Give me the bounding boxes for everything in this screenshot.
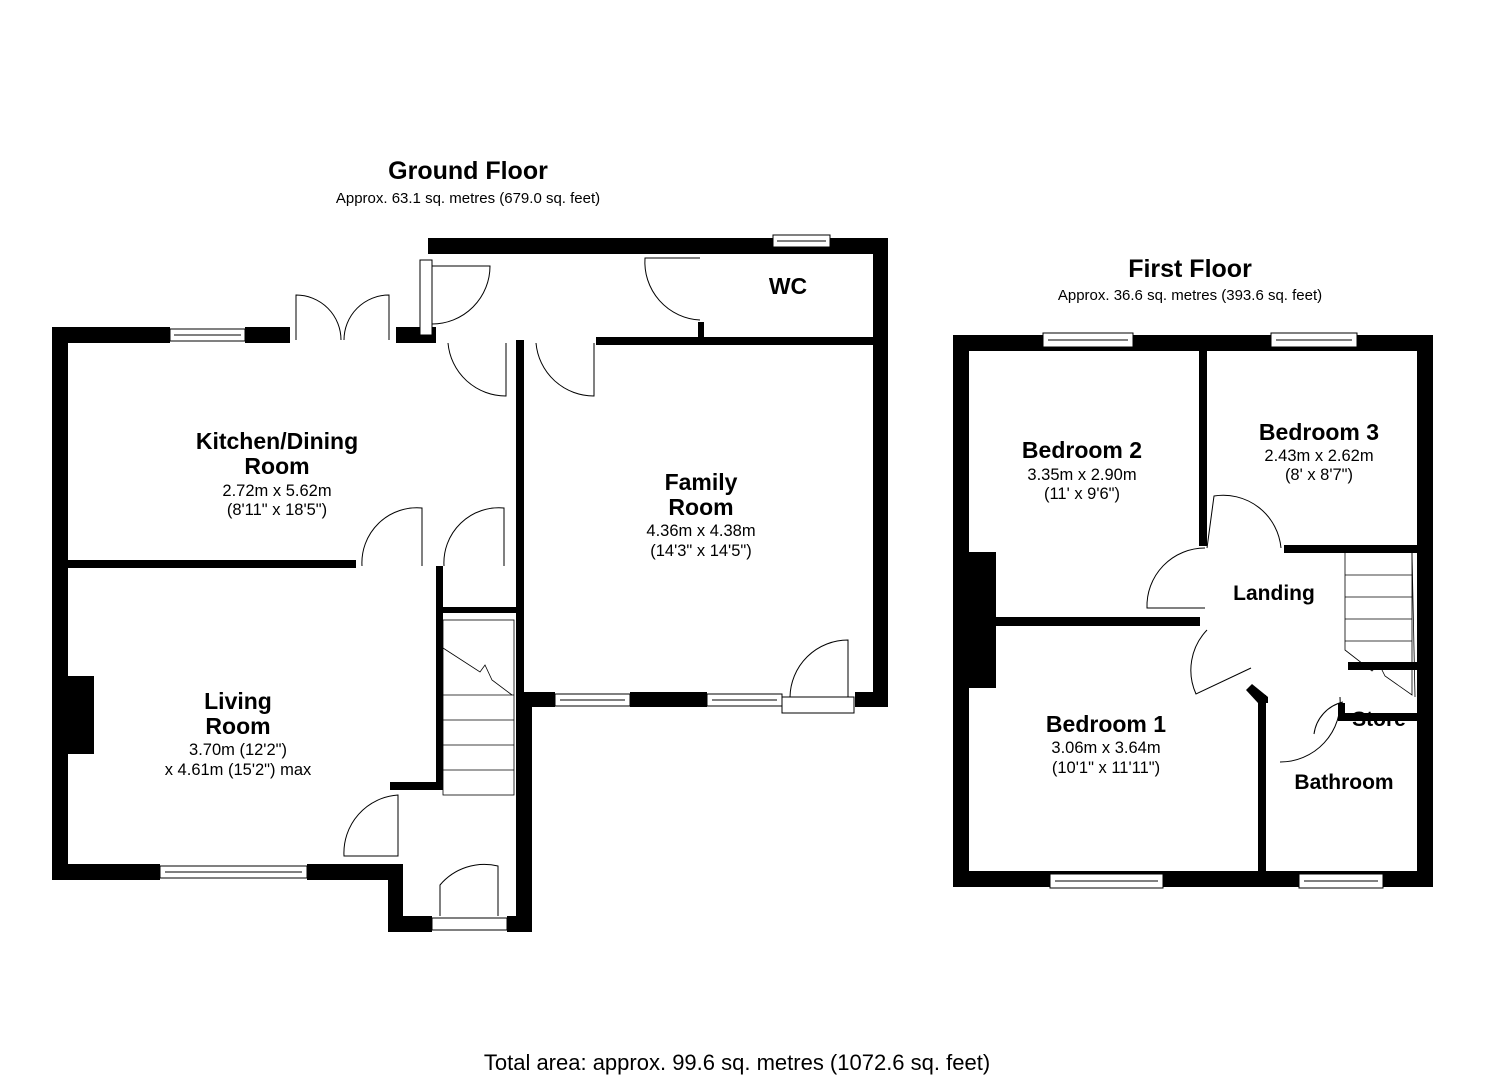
bedroom1-name: Bedroom 1 bbox=[1046, 711, 1166, 737]
bedroom3-name: Bedroom 3 bbox=[1259, 419, 1379, 445]
living-dim-ft: x 4.61m (15'2") max bbox=[165, 761, 312, 779]
wall bbox=[52, 864, 160, 880]
store-door bbox=[1313, 701, 1344, 735]
ground-floor-plan: Kitchen/Dining Room 2.72m x 5.62m (8'11"… bbox=[52, 234, 888, 932]
wall bbox=[953, 335, 969, 887]
wall bbox=[516, 693, 532, 932]
ground-floor-title: Ground Floor bbox=[388, 157, 548, 185]
wall bbox=[855, 692, 888, 707]
bedroom3-dim-ft: (8' x 8'7") bbox=[1285, 466, 1353, 484]
chimney-breast bbox=[967, 552, 996, 688]
kitchen-name: Kitchen/Dining bbox=[196, 428, 358, 454]
wall bbox=[1338, 713, 1418, 721]
wall bbox=[516, 340, 524, 700]
total-area: Total area: approx. 99.6 sq. metres (107… bbox=[484, 1050, 990, 1075]
landing-name: Landing bbox=[1233, 582, 1315, 605]
bedroom2-name: Bedroom 2 bbox=[1022, 437, 1142, 463]
chimney-breast bbox=[66, 676, 94, 754]
kitchen-dim-m: 2.72m x 5.62m bbox=[222, 482, 331, 500]
wall bbox=[596, 337, 888, 345]
living-name-2: Room bbox=[205, 713, 270, 739]
bedroom2-dim-m: 3.35m x 2.90m bbox=[1027, 466, 1136, 484]
door-threshold bbox=[781, 696, 855, 714]
staircase bbox=[442, 619, 515, 796]
store-name: Store bbox=[1352, 708, 1406, 731]
french-doors bbox=[295, 294, 390, 341]
door bbox=[343, 794, 399, 857]
wall bbox=[1199, 350, 1207, 546]
family-name: Family bbox=[665, 469, 738, 495]
wall bbox=[873, 238, 888, 707]
family-name-2: Room bbox=[668, 494, 733, 520]
bedroom2-door bbox=[1146, 547, 1206, 609]
wall bbox=[443, 607, 516, 613]
first-floor-title: First Floor bbox=[1128, 255, 1252, 283]
first-floor-area: Approx. 36.6 sq. metres (393.6 sq. feet) bbox=[1058, 287, 1322, 304]
wall bbox=[698, 322, 704, 340]
wall bbox=[996, 617, 1200, 626]
bedroom2-dim-ft: (11' x 9'6") bbox=[1044, 485, 1120, 503]
wall bbox=[953, 335, 1433, 351]
bedroom3-dim-m: 2.43m x 2.62m bbox=[1264, 447, 1373, 465]
wall bbox=[1417, 335, 1433, 887]
front-door-threshold bbox=[431, 917, 508, 931]
door bbox=[443, 507, 505, 567]
wall bbox=[388, 864, 403, 932]
wall bbox=[52, 327, 68, 880]
wc-name: WC bbox=[769, 273, 807, 299]
wall bbox=[388, 916, 432, 932]
front-door bbox=[439, 863, 499, 916]
living-dim-m: 3.70m (12'2") bbox=[189, 741, 287, 759]
wall bbox=[245, 327, 290, 343]
bathroom-door bbox=[1279, 696, 1341, 763]
ground-floor-area: Approx. 63.1 sq. metres (679.0 sq. feet) bbox=[336, 190, 600, 207]
door bbox=[447, 342, 507, 397]
first-floor-plan: Bedroom 2 3.35m x 2.90m (11' x 9'6") Bed… bbox=[953, 332, 1433, 889]
family-dim-ft: (14'3" x 14'5") bbox=[650, 542, 751, 560]
family-dim-m: 4.36m x 4.38m bbox=[646, 522, 755, 540]
bedroom3-door bbox=[1206, 494, 1282, 549]
kitchen-name-2: Room bbox=[244, 453, 309, 479]
wc-door bbox=[644, 257, 701, 321]
wall bbox=[1284, 545, 1418, 553]
bathroom-name: Bathroom bbox=[1294, 771, 1393, 794]
wall bbox=[390, 782, 443, 790]
bedroom1-dim-m: 3.06m x 3.64m bbox=[1051, 739, 1160, 757]
wall bbox=[1348, 662, 1418, 670]
living-name: Living bbox=[204, 688, 272, 714]
door-frame bbox=[419, 259, 433, 336]
bedroom1-dim-ft: (10'1" x 11'11") bbox=[1052, 759, 1160, 777]
wall bbox=[307, 864, 403, 880]
wall bbox=[52, 327, 170, 343]
door bbox=[535, 342, 595, 397]
staircase bbox=[1344, 552, 1416, 698]
wall bbox=[68, 560, 356, 568]
door bbox=[431, 265, 491, 325]
wall bbox=[1258, 695, 1266, 872]
bedroom1-door bbox=[1190, 629, 1252, 695]
kitchen-dim-ft: (8'11" x 18'5") bbox=[227, 501, 327, 519]
wall bbox=[516, 692, 555, 707]
wall bbox=[630, 692, 707, 707]
door bbox=[361, 507, 423, 567]
wall bbox=[1338, 703, 1345, 721]
wall bbox=[1246, 684, 1268, 703]
wall bbox=[436, 566, 443, 790]
patio-door bbox=[789, 639, 849, 698]
